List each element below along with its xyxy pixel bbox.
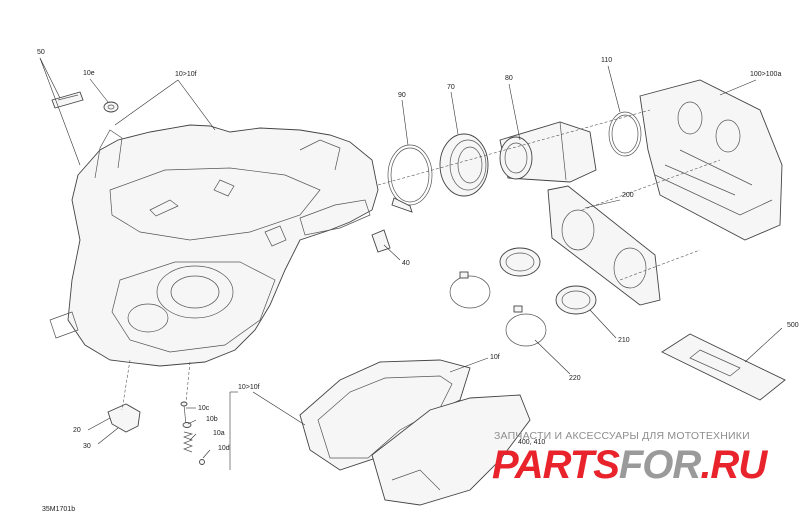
label-plate-50 (51, 91, 84, 109)
callout-400-410: 400, 410 (518, 439, 545, 446)
grommet-10e (103, 101, 119, 113)
assembly-lines (121, 109, 721, 411)
callout-10-10f-bottom: 10>10f (238, 384, 260, 391)
clamp-220-upper (449, 271, 491, 309)
nut-10d (199, 459, 205, 465)
callout-90: 90 (398, 92, 406, 99)
mounting-plate-500 (661, 333, 786, 401)
callout-labels: 50 10e 10>10f 90 70 80 110 100>100a 200 … (37, 49, 799, 452)
bolt-10c (180, 401, 188, 426)
callout-220: 220 (569, 375, 581, 382)
watermark-logo-for: FOR (618, 443, 701, 487)
callout-30: 30 (83, 443, 91, 450)
clip-40 (371, 229, 391, 253)
callout-100: 100>100a (750, 71, 781, 78)
watermark-logo: PARTSFOR.RU (492, 443, 767, 488)
callout-10f: 10f (490, 354, 500, 361)
rubber-boot-front (499, 247, 541, 277)
spring-10a (183, 431, 194, 453)
callout-80: 80 (505, 75, 513, 82)
o-ring-110 (608, 111, 642, 157)
airbox-upper-housing (49, 124, 379, 367)
callout-10e: 10e (83, 70, 95, 77)
intake-silencer-100 (639, 79, 783, 241)
callout-10-10f-top: 10>10f (175, 71, 197, 78)
callout-10c: 10c (198, 405, 210, 412)
bracket-20 (107, 403, 141, 433)
callout-40: 40 (402, 260, 410, 267)
hose-clamp-90 (387, 144, 433, 213)
watermark-caption: ЗАПЧАСТИ И АКСЕССУАРЫ ДЛЯ МОТОТЕХНИКИ (494, 430, 750, 442)
adapter-ring-70 (439, 133, 489, 197)
callout-10d: 10d (218, 445, 230, 452)
watermark-logo-ru: .RU (700, 443, 767, 487)
leader-lines (39, 57, 783, 470)
airbox-lid (371, 394, 531, 506)
callout-210: 210 (618, 337, 630, 344)
rubber-boot-rear (555, 285, 597, 315)
callout-10a: 10a (213, 430, 225, 437)
clamp-220-lower (505, 305, 547, 347)
callout-20: 20 (73, 427, 81, 434)
intake-tube-80 (499, 121, 597, 183)
airbox-lower-cover (299, 359, 471, 471)
callout-200: 200 (622, 192, 634, 199)
document-id: 35M1701b (42, 506, 76, 513)
callout-500: 500 (787, 322, 799, 329)
callout-10b: 10b (206, 416, 218, 423)
callout-70: 70 (447, 84, 455, 91)
callout-110: 110 (601, 57, 612, 64)
watermark-logo-parts: PARTS (492, 443, 620, 487)
callout-50: 50 (37, 49, 45, 56)
